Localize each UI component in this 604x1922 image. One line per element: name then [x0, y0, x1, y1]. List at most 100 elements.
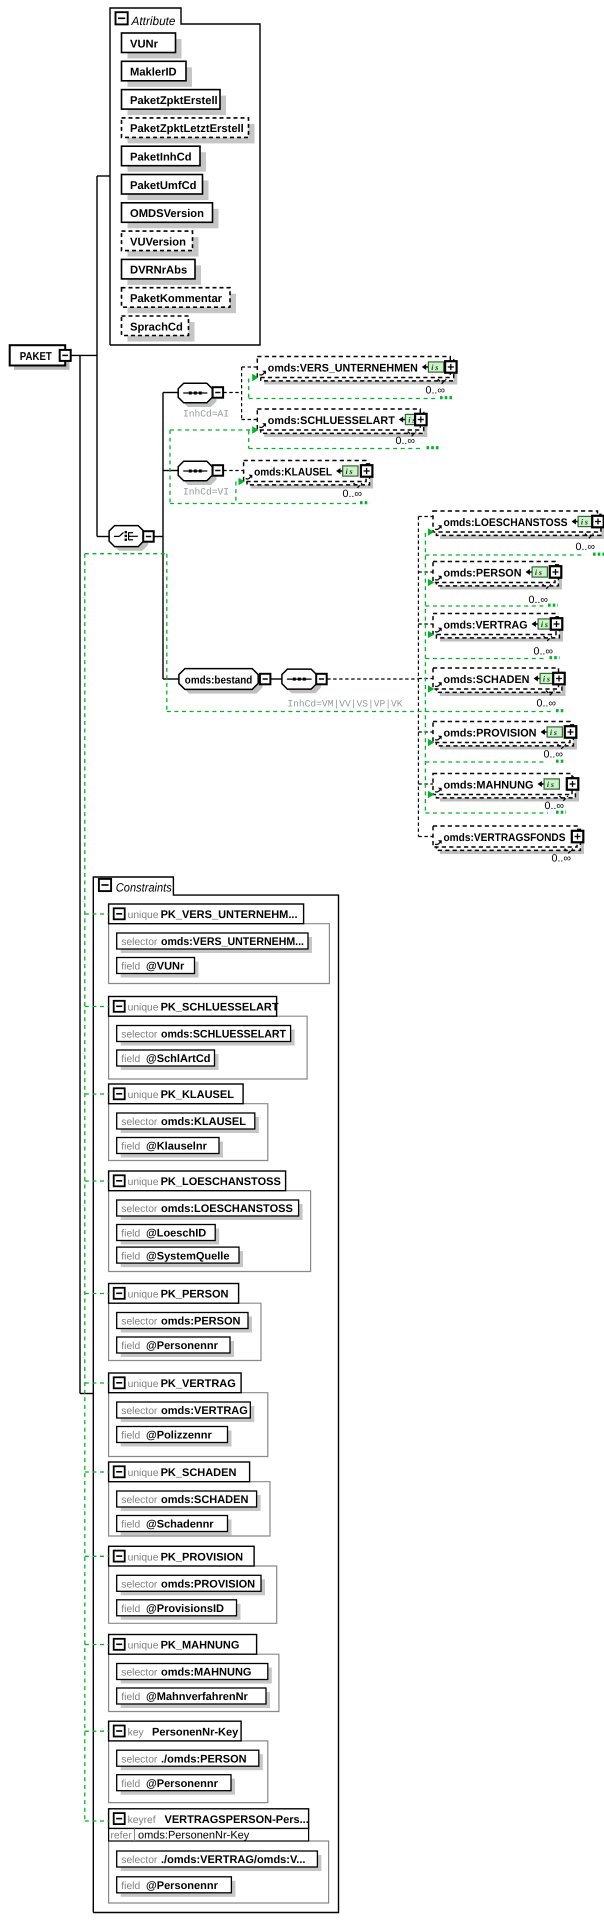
svg-text:PAKET: PAKET	[20, 351, 52, 363]
svg-text:field: field	[121, 1779, 140, 1790]
svg-text:field: field	[121, 1881, 140, 1892]
svg-text:0..∞: 0..∞	[396, 435, 416, 447]
svg-text:field: field	[121, 1604, 140, 1615]
svg-text:PK_VERS_UNTERNEHM...: PK_VERS_UNTERNEHM...	[161, 909, 298, 921]
svg-text:0..∞: 0..∞	[552, 853, 572, 865]
svg-text:field: field	[121, 1142, 140, 1153]
svg-text:omds:bestand: omds:bestand	[185, 674, 253, 686]
svg-text:0..∞: 0..∞	[545, 800, 565, 812]
svg-text:SprachCd: SprachCd	[130, 321, 183, 333]
svg-text:unique: unique	[128, 1468, 159, 1479]
svg-text:selector: selector	[121, 1204, 158, 1215]
svg-text:unique: unique	[128, 1379, 159, 1390]
svg-text:is: is	[408, 415, 417, 424]
svg-text:PK_LOESCHANSTOSS: PK_LOESCHANSTOSS	[161, 1176, 281, 1188]
svg-text:./omds:PERSON: ./omds:PERSON	[161, 1753, 247, 1765]
svg-text:omds:VERTRAG: omds:VERTRAG	[444, 620, 528, 632]
svg-text:PK_PROVISION: PK_PROVISION	[161, 1552, 244, 1564]
svg-text:0..∞: 0..∞	[426, 385, 446, 397]
svg-text:selector: selector	[121, 1495, 158, 1506]
svg-text:selector: selector	[121, 1406, 158, 1417]
svg-text:0..∞: 0..∞	[537, 698, 557, 710]
svg-text:field: field	[121, 1520, 140, 1531]
svg-text:InhCd=VI: InhCd=VI	[183, 486, 229, 497]
svg-text:field: field	[121, 1431, 140, 1442]
svg-text:is: is	[346, 467, 355, 476]
svg-text:selector: selector	[121, 1317, 158, 1328]
svg-text:unique: unique	[128, 1641, 159, 1652]
svg-text:unique: unique	[128, 1553, 159, 1564]
svg-text:OMDSVersion: OMDSVersion	[130, 208, 204, 220]
svg-text:omds:VERTRAG: omds:VERTRAG	[161, 1405, 248, 1417]
svg-text:@Personennr: @Personennr	[146, 1340, 219, 1352]
svg-text:PaketZpktLetztErstell: PaketZpktLetztErstell	[130, 123, 244, 135]
svg-text:omds:PERSON: omds:PERSON	[161, 1316, 241, 1328]
svg-text:keyref: keyref	[128, 1815, 156, 1826]
svg-text:PK_VERTRAG: PK_VERTRAG	[161, 1378, 236, 1390]
svg-text:@SystemQuelle: @SystemQuelle	[146, 1250, 229, 1262]
svg-text:omds:LOESCHANSTOSS: omds:LOESCHANSTOSS	[444, 517, 568, 529]
svg-text:is: is	[535, 568, 544, 577]
svg-text:@Klauselnr: @Klauselnr	[146, 1141, 208, 1153]
svg-text:unique: unique	[128, 1177, 159, 1188]
svg-text:PK_PERSON: PK_PERSON	[161, 1289, 229, 1301]
svg-text:selector: selector	[121, 1855, 158, 1866]
svg-text:PK_SCHADEN: PK_SCHADEN	[161, 1467, 237, 1479]
svg-text:PK_MAHNUNG: PK_MAHNUNG	[161, 1640, 240, 1652]
svg-text:0..∞: 0..∞	[534, 646, 554, 658]
svg-text:refer: refer	[111, 1831, 133, 1842]
svg-text:omds:VERS_UNTERNEHM...: omds:VERS_UNTERNEHM...	[161, 936, 304, 948]
svg-text:key: key	[128, 1727, 145, 1738]
svg-text:is: is	[543, 674, 552, 683]
svg-text:0..∞: 0..∞	[529, 594, 549, 606]
svg-text:@MahnverfahrenNr: @MahnverfahrenNr	[146, 1691, 249, 1703]
svg-text:@Personennr: @Personennr	[146, 1880, 219, 1892]
svg-text:VUVersion: VUVersion	[130, 236, 186, 248]
svg-text:PaketUmfCd: PaketUmfCd	[130, 180, 197, 192]
svg-text:@SchlArtCd: @SchlArtCd	[146, 1053, 211, 1065]
svg-text:field: field	[121, 1341, 140, 1352]
svg-text:selector: selector	[121, 1030, 158, 1041]
svg-text:field: field	[121, 1229, 140, 1240]
svg-text:PK_SCHLUESSELART: PK_SCHLUESSELART	[161, 1002, 279, 1014]
svg-text:is: is	[541, 620, 550, 629]
svg-text:unique: unique	[128, 1290, 159, 1301]
svg-text:is: is	[547, 780, 556, 789]
svg-text:MaklerID: MaklerID	[130, 67, 177, 79]
svg-text:omds:PROVISION: omds:PROVISION	[444, 728, 537, 740]
svg-text:DVRNrAbs: DVRNrAbs	[130, 265, 187, 277]
svg-text:omds:PERSON: omds:PERSON	[444, 568, 522, 580]
svg-text:PaketInhCd: PaketInhCd	[130, 152, 192, 164]
svg-text:omds:SCHADEN: omds:SCHADEN	[444, 674, 530, 686]
svg-text:InhCd=AI: InhCd=AI	[183, 408, 229, 419]
svg-text:omds:SCHLUESSELART: omds:SCHLUESSELART	[268, 415, 395, 427]
svg-text:@Polizzennr: @Polizzennr	[146, 1430, 212, 1442]
svg-text:./omds:VERTRAG/omds:V...: ./omds:VERTRAG/omds:V...	[161, 1854, 305, 1866]
svg-text:InhCd=VM|VV|VS|VP|VK: InhCd=VM|VV|VS|VP|VK	[287, 699, 402, 710]
svg-text:selector: selector	[121, 1754, 158, 1765]
svg-text:@LoeschID: @LoeschID	[146, 1228, 206, 1240]
svg-text:is: is	[581, 517, 590, 526]
svg-text:selector: selector	[121, 1580, 158, 1591]
svg-text:omds:VERS_UNTERNEHMEN: omds:VERS_UNTERNEHMEN	[268, 363, 418, 375]
svg-text:@Schadennr: @Schadennr	[146, 1519, 214, 1531]
svg-text:omds:MAHNUNG: omds:MAHNUNG	[444, 780, 534, 792]
svg-text:field: field	[121, 1692, 140, 1703]
svg-text:@ProvisionsID: @ProvisionsID	[146, 1603, 224, 1615]
svg-text:omds:MAHNUNG: omds:MAHNUNG	[161, 1667, 251, 1679]
svg-text:field: field	[121, 1251, 140, 1262]
svg-text:unique: unique	[128, 1090, 159, 1101]
svg-text:omds:PROVISION: omds:PROVISION	[161, 1579, 255, 1591]
svg-text:selector: selector	[121, 1117, 158, 1128]
svg-text:omds:SCHADEN: omds:SCHADEN	[161, 1494, 248, 1506]
svg-text:PaketZpktErstell: PaketZpktErstell	[130, 95, 218, 107]
svg-text:omds:SCHLUESSELART: omds:SCHLUESSELART	[161, 1029, 286, 1041]
svg-text:omds:PersonenNr-Key: omds:PersonenNr-Key	[138, 1830, 250, 1842]
svg-text:PaketKommentar: PaketKommentar	[130, 293, 223, 305]
svg-text:0..∞: 0..∞	[576, 541, 596, 553]
svg-text:0..∞: 0..∞	[343, 488, 363, 500]
svg-text:PersonenNr-Key: PersonenNr-Key	[152, 1726, 239, 1738]
svg-text:is: is	[431, 363, 440, 372]
svg-text:omds:KLAUSEL: omds:KLAUSEL	[254, 467, 332, 479]
svg-text:unique: unique	[128, 1003, 159, 1014]
